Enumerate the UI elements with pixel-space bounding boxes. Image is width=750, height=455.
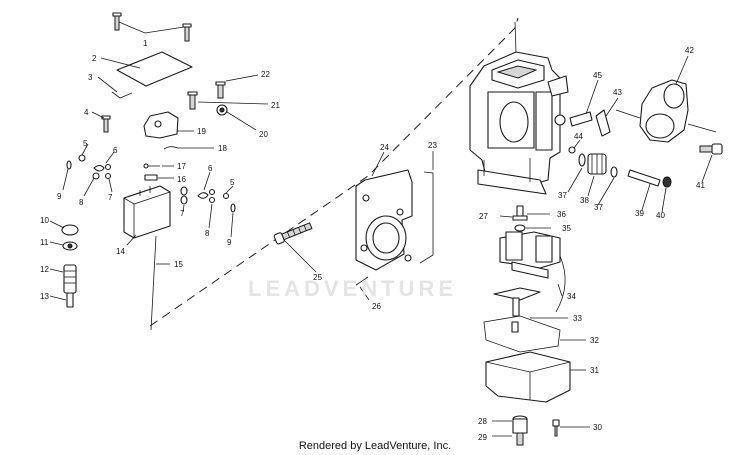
label-12: 12 <box>40 265 49 274</box>
part-24-intake <box>355 151 413 271</box>
label-30: 30 <box>593 423 602 432</box>
part-41-screw <box>699 143 723 183</box>
part-15-needle <box>150 235 170 331</box>
label-26: 26 <box>372 302 381 311</box>
label-3: 3 <box>88 73 93 82</box>
label-37b: 37 <box>594 203 603 212</box>
label-17: 17 <box>177 162 186 171</box>
part-32-gasket <box>483 315 586 353</box>
label-18: 18 <box>218 144 227 153</box>
label-41: 41 <box>696 181 705 190</box>
label-20: 20 <box>259 130 268 139</box>
label-1: 1 <box>143 39 148 48</box>
parts-7-16-mid <box>180 186 188 213</box>
label-29: 29 <box>478 433 487 442</box>
carburetor-body <box>469 21 569 195</box>
part-4-screw <box>91 111 111 133</box>
label-10: 10 <box>40 216 49 225</box>
label-36: 36 <box>557 210 566 219</box>
parts-27-35-36 <box>499 205 551 232</box>
parts-37-40 <box>567 153 672 213</box>
parts-5-9-left <box>62 143 115 197</box>
label-7a: 7 <box>108 193 113 202</box>
label-32: 32 <box>590 336 599 345</box>
part-23-gasket <box>419 151 434 264</box>
label-43: 43 <box>613 88 622 97</box>
label-23: 23 <box>428 141 437 150</box>
label-6a: 6 <box>113 146 118 155</box>
label-39: 39 <box>635 209 644 218</box>
dashed-divider <box>149 17 519 327</box>
label-15: 15 <box>174 260 183 269</box>
label-14: 14 <box>116 247 125 256</box>
parts-43-45 <box>568 79 619 154</box>
part-14-float <box>123 185 171 246</box>
label-22: 22 <box>261 70 270 79</box>
label-44: 44 <box>574 132 583 141</box>
part-2-plate <box>100 51 193 87</box>
footer-credit: Rendered by LeadVenture, Inc. <box>298 440 452 452</box>
part-3-gasket <box>97 76 133 99</box>
label-4: 4 <box>84 108 89 117</box>
parts-16-17 <box>143 163 174 181</box>
label-40: 40 <box>656 211 665 220</box>
part-25-screw <box>273 222 317 273</box>
watermark: LEADVENTURE <box>248 276 458 301</box>
part-18-clip <box>163 146 214 150</box>
part-1-screws <box>112 12 192 42</box>
label-8a: 8 <box>79 198 84 207</box>
part-30-screw <box>552 419 590 437</box>
part-42-housing <box>615 55 717 143</box>
label-25: 25 <box>313 273 322 282</box>
parts-28-29-drain <box>492 415 528 446</box>
label-21: 21 <box>271 101 280 110</box>
part-31-float-bowl <box>485 351 586 403</box>
float-assembly <box>499 231 566 313</box>
needle-valve <box>493 287 568 319</box>
label-42: 42 <box>685 46 694 55</box>
label-13: 13 <box>40 292 49 301</box>
label-34: 34 <box>567 292 576 301</box>
label-5a: 5 <box>83 139 88 148</box>
part-26-pin <box>355 276 370 301</box>
label-7b: 7 <box>180 209 185 218</box>
label-28: 28 <box>478 417 487 426</box>
part-19-bracket <box>143 111 194 139</box>
parts-5-9-right <box>197 171 236 238</box>
label-33: 33 <box>573 314 582 323</box>
label-8b: 8 <box>205 229 210 238</box>
label-27: 27 <box>479 212 488 221</box>
parts-20-22-screws <box>187 74 269 131</box>
label-5b: 5 <box>230 178 235 187</box>
label-31: 31 <box>590 366 599 375</box>
label-38: 38 <box>580 196 589 205</box>
label-19: 19 <box>197 127 206 136</box>
label-16: 16 <box>177 175 186 184</box>
label-45: 45 <box>593 71 602 80</box>
label-9b: 9 <box>227 238 232 247</box>
label-35: 35 <box>562 224 571 233</box>
label-9a: 9 <box>57 192 62 201</box>
label-2: 2 <box>92 54 97 63</box>
label-11: 11 <box>40 238 49 247</box>
parts-10-13 <box>49 220 79 308</box>
label-24: 24 <box>380 143 389 152</box>
callout-labels: 1 2 3 4 5 5 6 6 7 7 8 8 9 9 10 11 12 13 … <box>40 39 705 442</box>
label-37a: 37 <box>558 191 567 200</box>
label-6b: 6 <box>208 164 213 173</box>
